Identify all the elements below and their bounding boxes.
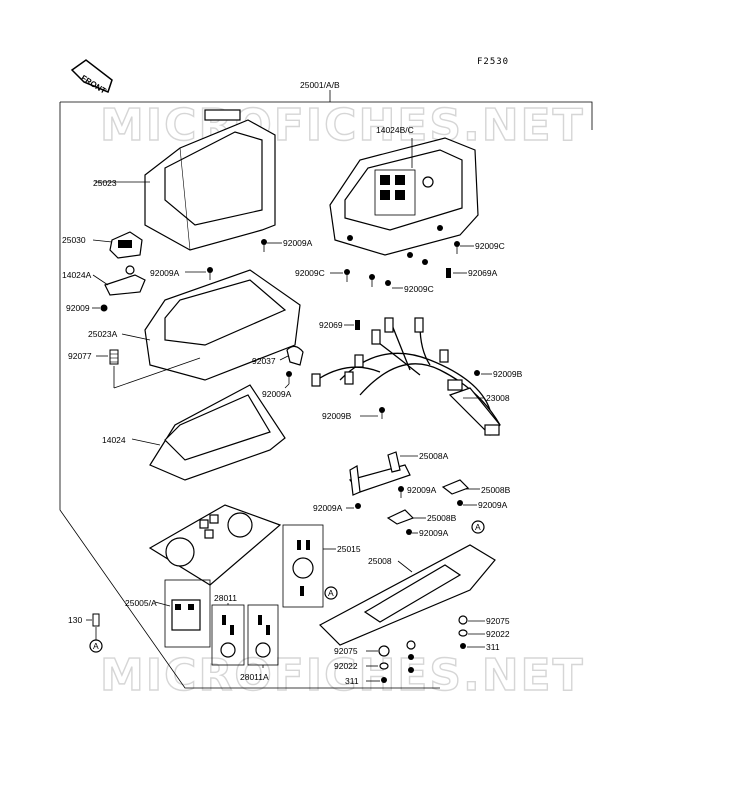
screw-92009a-3 — [284, 371, 292, 389]
diagram-code: F2530 — [477, 57, 509, 67]
bracket-25008b-1 — [441, 479, 480, 495]
watermark-bottom: MICROFICHES.NET — [100, 650, 585, 701]
label-92069: 92069 — [319, 320, 343, 330]
screw-92009a-7 — [406, 529, 418, 535]
nut-311-1 — [460, 643, 485, 649]
part-box-25005a — [154, 579, 211, 648]
bracket-25008b-2 — [386, 509, 426, 525]
label-92009a-2: 92009A — [150, 268, 180, 278]
label-92009a-3: 92009A — [262, 389, 292, 399]
screw-92009a-2 — [185, 267, 213, 280]
label-25001: 25001/A/B — [300, 80, 340, 90]
label-25015: 25015 — [337, 544, 361, 554]
screw-92009c-3 — [369, 252, 428, 289]
grommet-92075-2 — [366, 640, 416, 673]
bulb-130 — [86, 613, 100, 640]
ref-a3-label: A — [93, 641, 99, 651]
ref-mark-a3-icon: A — [89, 639, 103, 653]
collar-92022-2 — [366, 662, 389, 670]
label-25005a: 25005/A — [125, 598, 157, 608]
label-14024: 14024 — [102, 435, 126, 445]
screw-92009a-6 — [457, 500, 477, 506]
part-box-28011a — [247, 604, 279, 668]
screw-92009c-2 — [330, 269, 350, 282]
label-92037: 92037 — [252, 356, 276, 366]
screw-92009b-2 — [360, 407, 385, 419]
screw-92009 — [92, 304, 108, 312]
part-box-28011 — [211, 603, 245, 666]
ref-mark-a1-icon: A — [471, 520, 485, 534]
label-130: 130 — [68, 615, 82, 625]
label-92009b-1: 92009B — [493, 369, 523, 379]
screw-92009c-1 — [454, 241, 474, 254]
meter-housing-14024bc — [329, 137, 479, 256]
bracket-25008a — [348, 451, 418, 496]
label-25008b-1: 25008B — [481, 485, 511, 495]
screw-92009a-5 — [346, 503, 361, 509]
label-92022-2: 92022 — [334, 661, 358, 671]
label-92009a-5: 92009A — [313, 503, 343, 513]
label-92009a-1: 92009A — [283, 238, 313, 248]
dial-face-plate — [148, 504, 282, 586]
label-14024bc: 14024B/C — [376, 125, 414, 135]
watermark-top: MICROFICHES.NET — [100, 100, 585, 151]
ref-a1-label: A — [475, 522, 481, 532]
label-25008b-2: 25008B — [427, 513, 457, 523]
label-25023a: 25023A — [88, 329, 118, 339]
label-92075-1: 92075 — [486, 616, 510, 626]
assembly-outline — [59, 101, 593, 689]
ref-mark-a2-icon: A — [324, 586, 338, 600]
label-92069a: 92069A — [468, 268, 498, 278]
label-25008a: 25008A — [419, 451, 449, 461]
label-92009-1: 92009 — [66, 303, 90, 313]
bulb-92069a — [446, 268, 467, 278]
label-25008: 25008 — [368, 556, 392, 566]
plate-25008 — [319, 544, 496, 646]
label-92009a-6: 92009A — [478, 500, 508, 510]
collar-92022-1 — [458, 629, 485, 637]
meter-cover-25023 — [95, 109, 276, 251]
clamp-92037 — [279, 345, 304, 366]
bracket-14024a — [92, 265, 146, 296]
lower-cover-25023a — [121, 269, 301, 381]
grommet-92075-1 — [458, 615, 485, 625]
label-25023: 25023 — [93, 178, 117, 188]
nut-311-2 — [366, 677, 387, 683]
label-92009c-2: 92009C — [295, 268, 325, 278]
label-92009b-2: 92009B — [322, 411, 352, 421]
bulb-92069 — [344, 320, 360, 330]
label-25030: 25030 — [62, 235, 86, 245]
screw-92009b-1 — [474, 370, 492, 376]
spring-92077 — [96, 349, 201, 389]
label-92075-2: 92075 — [334, 646, 358, 656]
lens-14024 — [131, 384, 286, 481]
label-92009a-4: 92009A — [407, 485, 437, 495]
label-92009a-7: 92009A — [419, 528, 449, 538]
front-arrow-icon: FRONT — [70, 59, 113, 96]
wiring-harness-23008 — [311, 317, 501, 436]
ref-a2-label: A — [328, 588, 334, 598]
label-92009c-1: 92009C — [475, 241, 505, 251]
label-311-2: 311 — [345, 676, 359, 686]
label-28011a: 28011A — [240, 672, 269, 682]
label-92009c-3: 92009C — [404, 284, 434, 294]
screw-92009a-1 — [261, 239, 282, 252]
label-311-1: 311 — [486, 642, 500, 652]
indicator-25030 — [92, 231, 143, 259]
label-92022-1: 92022 — [486, 629, 510, 639]
part-box-25015 — [282, 524, 336, 608]
label-14024a: 14024A — [62, 270, 92, 280]
screw-92009a-4 — [398, 486, 404, 498]
label-28011: 28011 — [214, 593, 237, 603]
label-23008: 23008 — [486, 393, 510, 403]
label-92077: 92077 — [68, 351, 92, 361]
